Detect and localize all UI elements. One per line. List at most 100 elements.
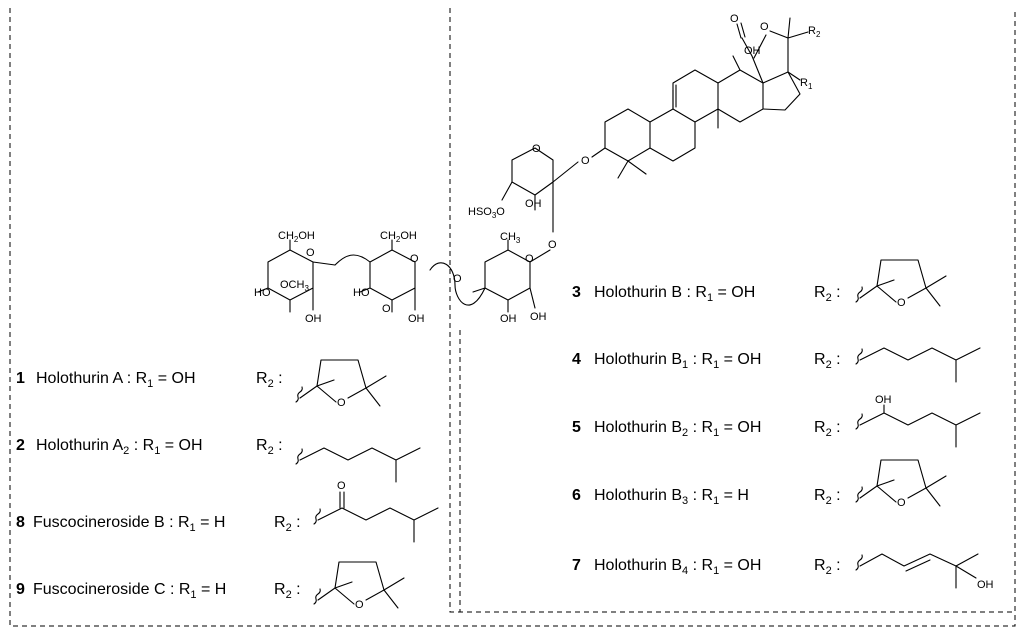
wavy-bond <box>295 448 303 465</box>
compound-label: Holothurin B4 : R1 = OH <box>594 557 761 577</box>
wavy-bond <box>855 554 863 571</box>
glycosidic-link <box>334 254 371 266</box>
wavy-bond <box>855 413 863 430</box>
r2-substituent: OH <box>855 394 981 448</box>
r2-substituent: O <box>855 259 947 309</box>
ch3-label: CH3 <box>500 231 521 245</box>
methylglucose-labels: CH2OH O OCH3 HO OH <box>254 230 322 325</box>
r2-label: R2 : <box>814 284 841 304</box>
r2-label: R2 : <box>274 514 301 534</box>
atom-label: OH <box>530 311 547 323</box>
compound-number: 3 <box>572 284 581 301</box>
compound-number: 2 <box>16 437 25 454</box>
compound-row: 1 Holothurin A : R1 = OH R2 : O <box>16 359 387 409</box>
ch2oh-label: CH2OH <box>380 230 417 244</box>
compound-row: 8 Fuscocineroside B : R1 = H R2 : O <box>16 480 439 543</box>
compound-number: 5 <box>572 419 581 436</box>
compound-row: 7 Holothurin B4 : R1 = OH R2 : OH <box>572 553 994 591</box>
compound-label: Holothurin B1 : R1 = OH <box>594 351 761 371</box>
wavy-bond <box>855 348 863 365</box>
atom-label: O <box>410 253 419 265</box>
hso3-label: HSO3O <box>468 206 505 220</box>
dashed-frame <box>9 8 1016 627</box>
atom-label: O <box>897 497 906 509</box>
compound-label: Fuscocineroside B : R1 = H <box>33 514 225 534</box>
r2-label: R2 : <box>814 487 841 507</box>
compound-row: 4 Holothurin B1 : R1 = OH R2 : <box>572 347 981 383</box>
atom-label: O <box>532 143 541 155</box>
atom-label: O <box>525 253 534 265</box>
atom-label: O <box>337 397 346 409</box>
compound-number: 1 <box>16 370 25 387</box>
compound-label: Holothurin B : R1 = OH <box>594 284 755 304</box>
compound-number: 7 <box>572 557 581 574</box>
xylose-unit <box>501 147 579 233</box>
atom-label: OH <box>744 45 761 57</box>
atom-label: OH <box>500 313 517 325</box>
compound-row: 5 Holothurin B2 : R1 = OH R2 : OH <box>572 394 981 448</box>
r2-substituent: O <box>313 480 439 543</box>
quinovose-labels: CH3 O OH OH O <box>453 231 547 325</box>
compound-row: 3 Holothurin B : R1 = OH R2 : O <box>572 259 947 309</box>
atom-label: O <box>548 239 557 251</box>
wavy-bond <box>855 486 863 503</box>
compound-number: 9 <box>16 581 25 598</box>
r2-substituent <box>295 447 421 483</box>
methylglucose-unit <box>257 239 336 313</box>
wavy-bond <box>855 286 863 303</box>
atom-label: HO <box>353 287 370 299</box>
r1-label: R1 <box>800 77 813 91</box>
xylose-labels: O OH HSO3O O <box>468 143 557 251</box>
r2-substituent <box>855 347 981 383</box>
compound-label: Holothurin B3 : R1 = H <box>594 487 749 507</box>
r2-substituent: O <box>295 359 387 409</box>
r2-label: R2 : <box>274 581 301 601</box>
compound-number: 4 <box>572 351 581 368</box>
wavy-bond <box>295 386 303 403</box>
compound-row: 9 Fuscocineroside C : R1 = H R2 : O <box>16 561 405 611</box>
glycosidic-link <box>429 262 486 306</box>
ch2oh-label: CH2OH <box>278 230 315 244</box>
atom-label: O <box>306 247 315 259</box>
compound-row: 6 Holothurin B3 : R1 = H R2 : O <box>572 459 947 509</box>
compound-number: 6 <box>572 487 581 504</box>
atom-label: OH <box>525 198 542 210</box>
glucose-labels: CH2OH O HO O OH <box>353 230 425 325</box>
atom-label: O <box>382 303 391 315</box>
atom-label: OH <box>408 313 425 325</box>
atom-label: O <box>730 13 739 25</box>
r2-label: R2 <box>808 25 821 39</box>
atom-label: O <box>897 297 906 309</box>
och3-label: OCH3 <box>280 279 309 293</box>
compound-label: Holothurin A2 : R1 = OH <box>36 437 203 457</box>
atom-label: O <box>337 480 346 492</box>
compound-label: Holothurin A : R1 = OH <box>36 370 196 390</box>
r2-substituent: O <box>313 561 405 611</box>
atom-label: OH <box>977 579 994 591</box>
r2-substituent: OH <box>855 553 994 591</box>
wavy-bond <box>313 508 321 525</box>
r2-substituent: O <box>855 459 947 509</box>
aglycone-labels: OH O O R2 R1 O <box>581 13 821 167</box>
aglycone-core <box>591 17 809 179</box>
atom-label: O <box>581 155 590 167</box>
r2-label: R2 : <box>814 557 841 577</box>
r2-label: R2 : <box>814 351 841 371</box>
glucose-unit <box>359 239 416 313</box>
atom-label: O <box>453 273 462 285</box>
compound-number: 8 <box>16 514 25 531</box>
compound-label: Fuscocineroside C : R1 = H <box>33 581 226 601</box>
r2-label: R2 : <box>814 419 841 439</box>
atom-label: O <box>355 599 364 611</box>
atom-label: O <box>760 21 769 33</box>
atom-label: OH <box>875 394 892 406</box>
quinovose-unit <box>472 239 551 313</box>
atom-label: OH <box>305 313 322 325</box>
compound-label: Holothurin B2 : R1 = OH <box>594 419 761 439</box>
r2-label: R2 : <box>256 437 283 457</box>
compound-row: 2 Holothurin A2 : R1 = OH R2 : <box>16 437 421 483</box>
r2-label: R2 : <box>256 370 283 390</box>
